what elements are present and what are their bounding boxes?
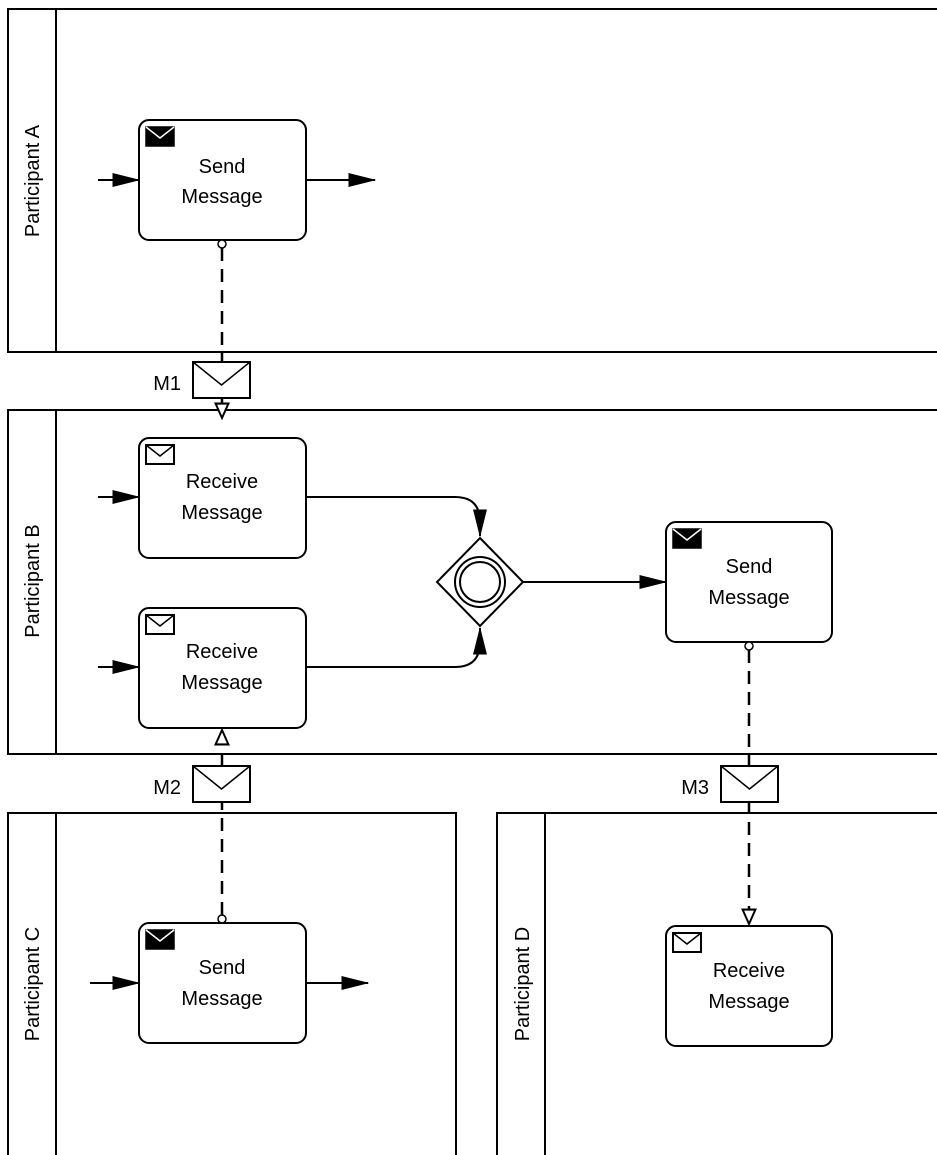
task-label-line1: Send bbox=[199, 957, 246, 979]
task-a-send-message[interactable]: Send Message bbox=[138, 119, 307, 241]
message-flow-m2[interactable] bbox=[218, 730, 226, 924]
message-flow-m3[interactable] bbox=[745, 641, 753, 924]
message-label-m1: M1 bbox=[153, 373, 181, 395]
sequence-flow-b1-to-gateway[interactable] bbox=[306, 496, 487, 538]
task-b-receive-message-2[interactable]: Receive Message bbox=[138, 607, 307, 729]
message-label-m3: M3 bbox=[681, 777, 709, 799]
pool-participant-c: Participant C bbox=[7, 812, 457, 1155]
message-m2-envelope-icon bbox=[192, 765, 251, 803]
task-b-receive-message-1[interactable]: Receive Message bbox=[138, 437, 307, 559]
pool-label-a: Participant A bbox=[22, 124, 44, 237]
envelope-outline-icon bbox=[145, 614, 175, 635]
pool-label-d: Participant D bbox=[512, 927, 534, 1042]
message-flow-m1[interactable] bbox=[218, 239, 226, 418]
envelope-filled-icon bbox=[145, 929, 175, 950]
message-m3-envelope-icon bbox=[720, 765, 779, 803]
pool-participant-a: Participant A bbox=[7, 8, 937, 353]
task-label-line2: Message bbox=[181, 672, 262, 694]
task-b-send-message[interactable]: Send Message bbox=[665, 521, 833, 643]
pool-participant-b: Participant B bbox=[7, 409, 937, 755]
task-label-line1: Send bbox=[199, 156, 246, 178]
task-d-receive-message[interactable]: Receive Message bbox=[665, 925, 833, 1047]
message-m1-envelope-icon bbox=[192, 361, 251, 399]
task-label-line2: Message bbox=[181, 186, 262, 208]
task-label-line2: Message bbox=[181, 988, 262, 1010]
task-label-line2: Message bbox=[708, 991, 789, 1013]
message-label-m2: M2 bbox=[153, 777, 181, 799]
envelope-outline-icon bbox=[672, 932, 702, 953]
envelope-filled-icon bbox=[672, 528, 702, 549]
task-c-send-message[interactable]: Send Message bbox=[138, 922, 307, 1044]
task-label-line2: Message bbox=[708, 587, 789, 609]
pool-label-b: Participant B bbox=[22, 524, 44, 637]
pool-participant-d: Participant D bbox=[496, 812, 937, 1155]
task-label-line2: Message bbox=[181, 502, 262, 524]
task-label-line1: Receive bbox=[713, 960, 785, 982]
pool-label-c: Participant C bbox=[22, 927, 44, 1042]
envelope-outline-icon bbox=[145, 444, 175, 465]
sequence-flow-b2-to-gateway[interactable] bbox=[306, 626, 487, 668]
task-label-line1: Receive bbox=[186, 641, 258, 663]
envelope-filled-icon bbox=[145, 126, 175, 147]
event-based-gateway-icon[interactable] bbox=[435, 536, 525, 628]
task-label-line1: Receive bbox=[186, 471, 258, 493]
task-label-line1: Send bbox=[726, 556, 773, 578]
